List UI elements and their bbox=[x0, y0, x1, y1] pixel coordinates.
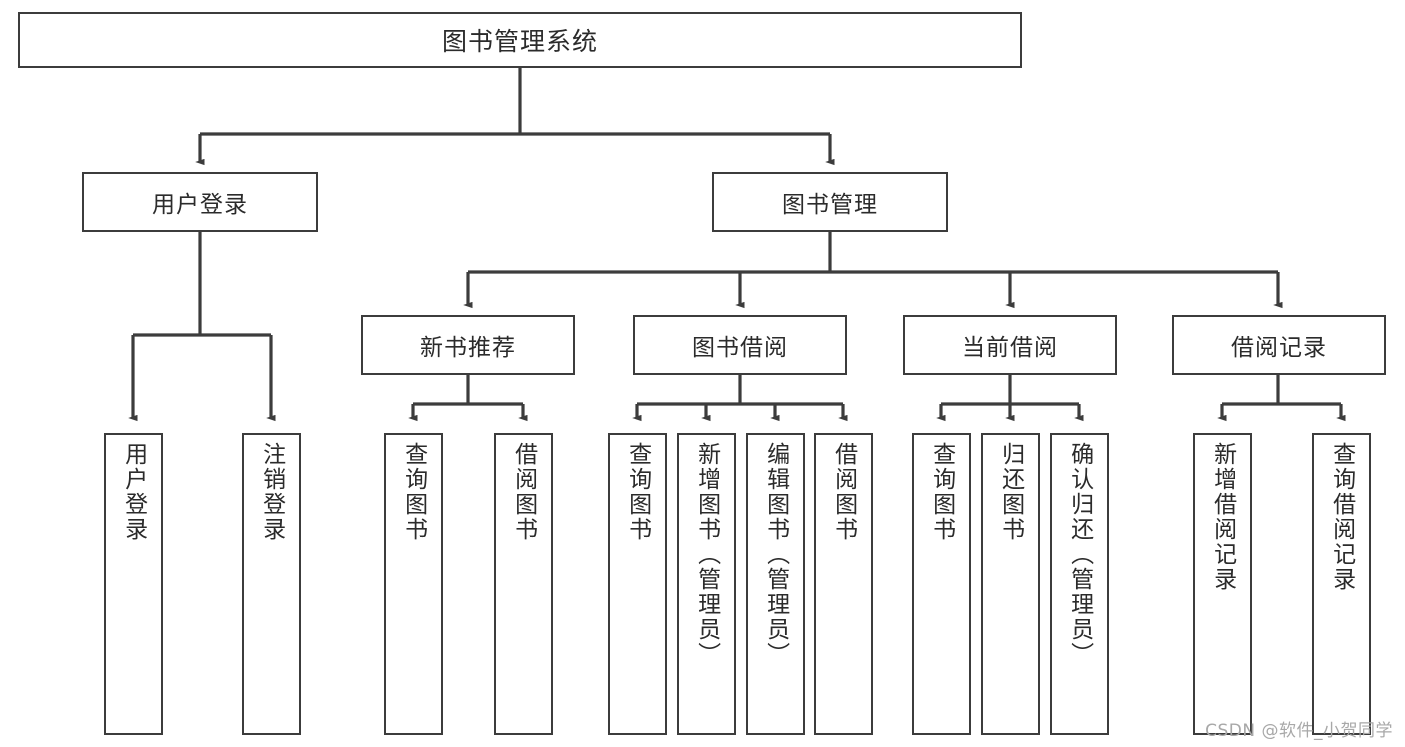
node-book-borrow-label: 图书借阅 bbox=[692, 335, 788, 361]
node-book-manage[interactable]: 图书管理 bbox=[712, 172, 948, 232]
node-new-book-rec[interactable]: 新书推荐 bbox=[361, 315, 575, 375]
leaf-query-record[interactable]: 查询借阅记录 bbox=[1312, 433, 1371, 735]
leaf-query-book-1-label: 查询图书 bbox=[400, 442, 427, 542]
leaf-query-book-3-label: 查询图书 bbox=[928, 442, 955, 542]
leaf-confirm-return-label: 确认归还（管理员） bbox=[1066, 442, 1093, 667]
leaf-query-book-2[interactable]: 查询图书 bbox=[608, 433, 667, 735]
leaf-return-book-label: 归还图书 bbox=[997, 442, 1024, 542]
leaf-user-login-label: 用户登录 bbox=[120, 442, 147, 542]
node-new-book-rec-label: 新书推荐 bbox=[420, 335, 516, 361]
node-book-borrow[interactable]: 图书借阅 bbox=[633, 315, 847, 375]
leaf-edit-book-label: 编辑图书（管理员） bbox=[762, 442, 789, 667]
leaf-user-login[interactable]: 用户登录 bbox=[104, 433, 163, 735]
leaf-query-record-label: 查询借阅记录 bbox=[1328, 442, 1355, 592]
leaf-borrow-book-2[interactable]: 借阅图书 bbox=[814, 433, 873, 735]
leaf-logout-label: 注销登录 bbox=[258, 442, 285, 542]
leaf-logout[interactable]: 注销登录 bbox=[242, 433, 301, 735]
node-borrow-record[interactable]: 借阅记录 bbox=[1172, 315, 1386, 375]
leaf-add-record[interactable]: 新增借阅记录 bbox=[1193, 433, 1252, 735]
leaf-borrow-book-2-label: 借阅图书 bbox=[830, 442, 857, 542]
leaf-query-book-3[interactable]: 查询图书 bbox=[912, 433, 971, 735]
leaf-borrow-book-1-label: 借阅图书 bbox=[510, 442, 537, 542]
leaf-return-book[interactable]: 归还图书 bbox=[981, 433, 1040, 735]
leaf-add-book[interactable]: 新增图书（管理员） bbox=[677, 433, 736, 735]
leaf-query-book-2-label: 查询图书 bbox=[624, 442, 651, 542]
leaf-edit-book[interactable]: 编辑图书（管理员） bbox=[746, 433, 805, 735]
node-user-login-label: 用户登录 bbox=[152, 192, 248, 218]
leaf-confirm-return[interactable]: 确认归还（管理员） bbox=[1050, 433, 1109, 735]
leaf-add-book-label: 新增图书（管理员） bbox=[693, 442, 720, 667]
watermark: CSDN @软件_小贺同学 bbox=[1205, 721, 1393, 741]
leaf-query-book-1[interactable]: 查询图书 bbox=[384, 433, 443, 735]
leaf-borrow-book-1[interactable]: 借阅图书 bbox=[494, 433, 553, 735]
node-root[interactable]: 图书管理系统 bbox=[18, 12, 1022, 68]
leaf-add-record-label: 新增借阅记录 bbox=[1209, 442, 1236, 592]
node-book-manage-label: 图书管理 bbox=[782, 192, 878, 218]
node-root-label: 图书管理系统 bbox=[441, 27, 598, 56]
node-current-borrow[interactable]: 当前借阅 bbox=[903, 315, 1117, 375]
node-borrow-record-label: 借阅记录 bbox=[1231, 335, 1327, 361]
node-user-login[interactable]: 用户登录 bbox=[82, 172, 318, 232]
node-current-borrow-label: 当前借阅 bbox=[962, 335, 1058, 361]
